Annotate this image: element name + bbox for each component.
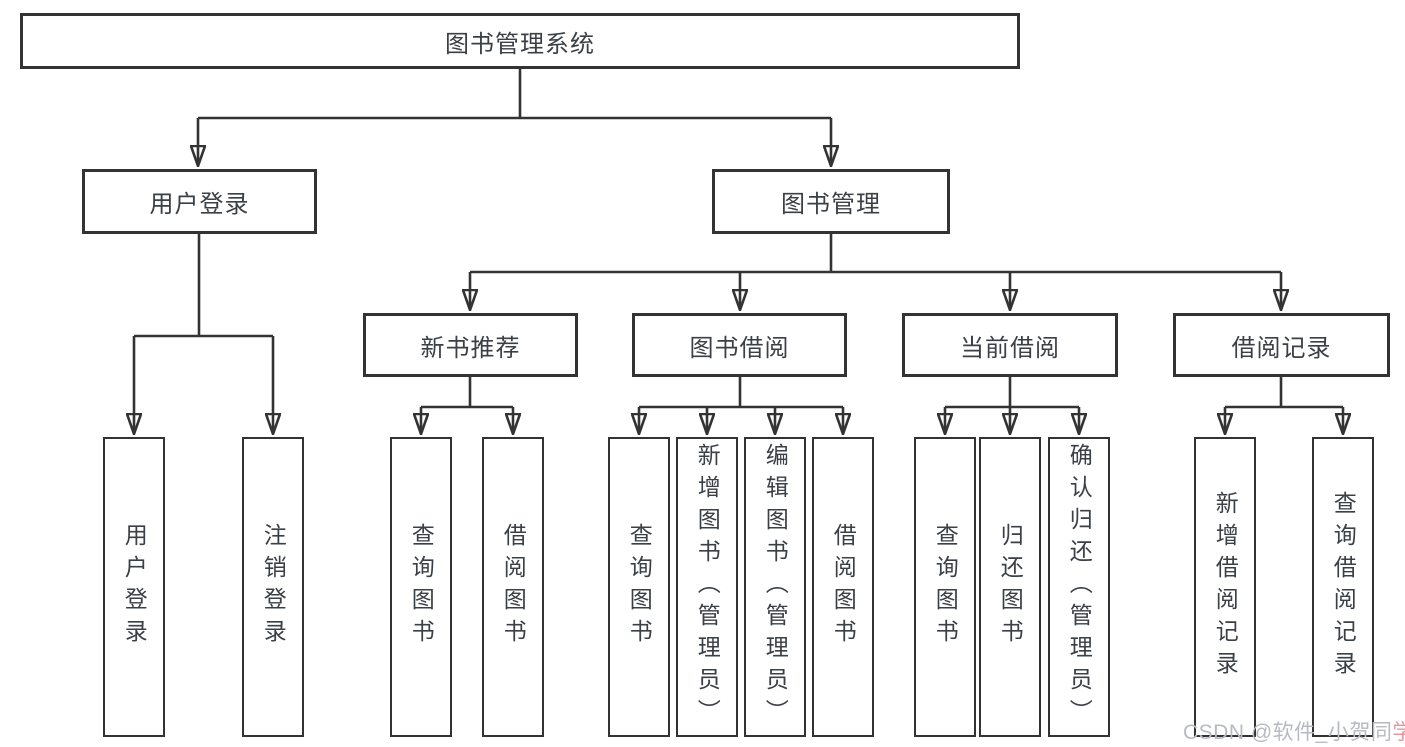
leaf-label: 新增图书（管理员） [694,443,721,731]
leaf-label: 用户登录 [121,523,148,651]
node-label: 新书推荐 [420,334,521,362]
leaf-label: 查询借阅记录 [1330,491,1357,683]
node-label: 图书管理 [781,191,881,218]
node-user-login: 用户登录 [82,169,317,234]
watermark-text: CSDN @软件_小贺同 [1183,721,1393,744]
node-label: 用户登录 [149,191,250,218]
leaf-query-books-current: 查询图书 [914,437,976,737]
leaf-logout: 注销登录 [242,437,304,737]
node-label: 图书借阅 [689,334,790,362]
node-book-borrowing: 图书借阅 [632,313,847,377]
leaf-confirm-return-admin: 确认归还（管理员） [1048,437,1110,737]
leaf-label: 新增借阅记录 [1212,491,1239,683]
leaf-label: 注销登录 [260,523,287,651]
node-library-system: 图书管理系统 [20,13,1020,69]
leaf-label: 借阅图书 [830,523,857,651]
node-new-book-recommend: 新书推荐 [363,313,578,377]
leaf-label: 归还图书 [997,523,1024,651]
csdn-watermark: CSDN @软件_小贺同学 [1183,716,1405,746]
leaf-label: 编辑图书（管理员） [762,443,789,731]
node-book-management: 图书管理 [712,169,950,234]
node-current-borrowing: 当前借阅 [902,313,1118,377]
leaf-label: 确认归还（管理员） [1066,443,1093,731]
leaf-query-borrow-record: 查询借阅记录 [1312,437,1374,737]
leaf-borrow-books-recommend: 借阅图书 [482,437,544,737]
leaf-user-login: 用户登录 [103,437,165,737]
leaf-label: 查询图书 [626,523,653,651]
node-borrowing-records: 借阅记录 [1173,313,1390,377]
leaf-query-books-recommend: 查询图书 [390,437,452,737]
leaf-add-borrow-record: 新增借阅记录 [1194,437,1256,737]
leaf-query-books-borrowing: 查询图书 [608,437,670,737]
leaf-label: 查询图书 [932,523,959,651]
leaf-add-book-admin: 新增图书（管理员） [676,437,738,737]
leaf-return-book: 归还图书 [979,437,1041,737]
node-label: 图书管理系统 [445,30,595,58]
leaf-label: 借阅图书 [500,523,527,651]
node-label: 借阅记录 [1231,334,1332,362]
leaf-label: 查询图书 [408,523,435,651]
leaf-borrow-books: 借阅图书 [812,437,874,737]
watermark-accent-text: 学 [1392,721,1405,744]
node-label: 当前借阅 [960,334,1060,362]
leaf-edit-book-admin: 编辑图书（管理员） [744,437,806,737]
